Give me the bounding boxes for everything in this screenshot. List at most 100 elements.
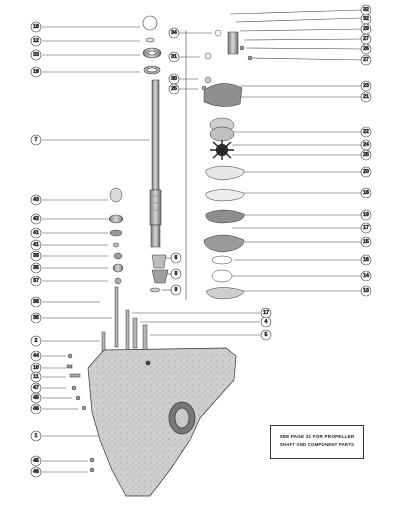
svg-text:5: 5: [265, 332, 268, 338]
svg-text:27: 27: [363, 57, 369, 63]
svg-text:41: 41: [33, 242, 39, 248]
callout-badge: 19: [30, 66, 42, 78]
svg-text:22: 22: [363, 129, 369, 135]
svg-text:38: 38: [33, 299, 39, 305]
svg-text:20: 20: [363, 169, 369, 175]
callout-badge: 22: [360, 126, 372, 138]
callout-badge: 29: [360, 23, 372, 35]
callout-badge: 20: [360, 166, 372, 178]
svg-text:34: 34: [171, 30, 177, 36]
svg-text:17: 17: [363, 225, 369, 231]
svg-text:30: 30: [171, 76, 177, 82]
svg-text:37: 37: [33, 278, 39, 284]
callout-badge: 31: [168, 51, 180, 63]
svg-text:46: 46: [33, 406, 39, 412]
svg-text:45: 45: [33, 458, 39, 464]
svg-text:12: 12: [33, 38, 39, 44]
callout-badge: 8: [170, 268, 182, 280]
callout-badge: 25: [168, 83, 180, 95]
left-column-parts: [108, 187, 169, 293]
svg-text:18: 18: [33, 24, 39, 30]
housing-hardware: [66, 353, 95, 473]
callout-badge: 39: [30, 250, 42, 262]
svg-text:24: 24: [363, 142, 369, 148]
callout-badge: 45: [30, 392, 42, 404]
callout-badge: 41: [30, 239, 42, 251]
svg-text:6: 6: [175, 255, 178, 261]
callout-badge: 19: [360, 209, 372, 221]
svg-text:42: 42: [33, 216, 39, 222]
callout-badge: 46: [30, 466, 42, 478]
callout-badge: 38: [30, 296, 42, 308]
svg-text:7: 7: [35, 137, 38, 143]
svg-text:17: 17: [263, 310, 269, 316]
callout-badge: 46: [30, 403, 42, 415]
svg-text:39: 39: [33, 253, 39, 259]
callout-badge: 25: [360, 149, 372, 161]
callout-badge: 33: [30, 49, 42, 61]
svg-text:4: 4: [265, 319, 268, 325]
callout-badge: 32: [360, 13, 372, 25]
svg-text:9: 9: [175, 287, 178, 293]
callout-badge: 36: [30, 262, 42, 274]
svg-text:23: 23: [363, 83, 369, 89]
callout-badge: 23: [360, 80, 372, 92]
callout-badge: 18: [30, 21, 42, 33]
svg-text:32: 32: [363, 16, 369, 22]
svg-text:14: 14: [363, 273, 369, 279]
svg-text:25: 25: [171, 86, 177, 92]
callout-badge: 21: [360, 91, 372, 103]
callout-badge: 17: [360, 222, 372, 234]
shaft-top-parts: [142, 15, 162, 75]
callout-badge: 12: [30, 35, 42, 47]
svg-text:44: 44: [33, 353, 39, 359]
callout-badge: 41: [30, 227, 42, 239]
callout-badge: 37: [30, 275, 42, 287]
callout-badge: 42: [30, 213, 42, 225]
callout-badge: 27: [360, 33, 372, 45]
left-leader-lines: [42, 26, 150, 473]
callout-badge: 17: [260, 307, 272, 319]
callout-badge: 24: [360, 139, 372, 151]
svg-text:36: 36: [33, 265, 39, 271]
svg-text:11: 11: [33, 374, 39, 380]
svg-text:19: 19: [363, 212, 369, 218]
callout-badge: 6: [170, 252, 182, 264]
pump-cover-parts: [201, 29, 253, 300]
callout-badge: 5: [260, 329, 272, 341]
svg-text:27: 27: [363, 36, 369, 42]
propeller-shaft-note: SEE PAGE 31 FOR PROPELLER SHAFT AND COMP…: [270, 425, 364, 459]
callout-badge: 1: [30, 430, 42, 442]
callout-badge: 11: [30, 371, 42, 383]
svg-text:32: 32: [363, 7, 369, 13]
svg-text:10: 10: [33, 365, 39, 371]
callout-badge: 30: [168, 73, 180, 85]
svg-text:18: 18: [363, 190, 369, 196]
svg-text:47: 47: [33, 385, 39, 391]
svg-text:16: 16: [363, 257, 369, 263]
svg-text:33: 33: [33, 52, 39, 58]
callout-badge: 14: [360, 270, 372, 282]
callout-badge: 10: [30, 362, 42, 374]
gear-housing: [87, 347, 237, 497]
callout-badge: 13: [360, 285, 372, 297]
svg-text:31: 31: [171, 54, 177, 60]
drive-shaft: [149, 79, 162, 248]
svg-text:29: 29: [363, 26, 369, 32]
svg-text:2: 2: [35, 338, 38, 344]
callout-badge: 45: [30, 455, 42, 467]
callout-badge: 47: [30, 382, 42, 394]
svg-text:8: 8: [175, 271, 178, 277]
note-line-2: SHAFT AND COMPONENT PARTS: [279, 442, 355, 447]
right-leader-lines: [132, 9, 363, 336]
svg-text:1: 1: [35, 433, 38, 439]
svg-text:15: 15: [363, 239, 369, 245]
callout-badge: 7: [30, 134, 42, 146]
svg-text:41: 41: [33, 230, 39, 236]
callout-badge: 9: [170, 284, 182, 296]
callout-badge: 26: [360, 43, 372, 55]
callout-badge: 2: [30, 335, 42, 347]
svg-text:19: 19: [33, 69, 39, 75]
callout-badge: 34: [168, 27, 180, 39]
